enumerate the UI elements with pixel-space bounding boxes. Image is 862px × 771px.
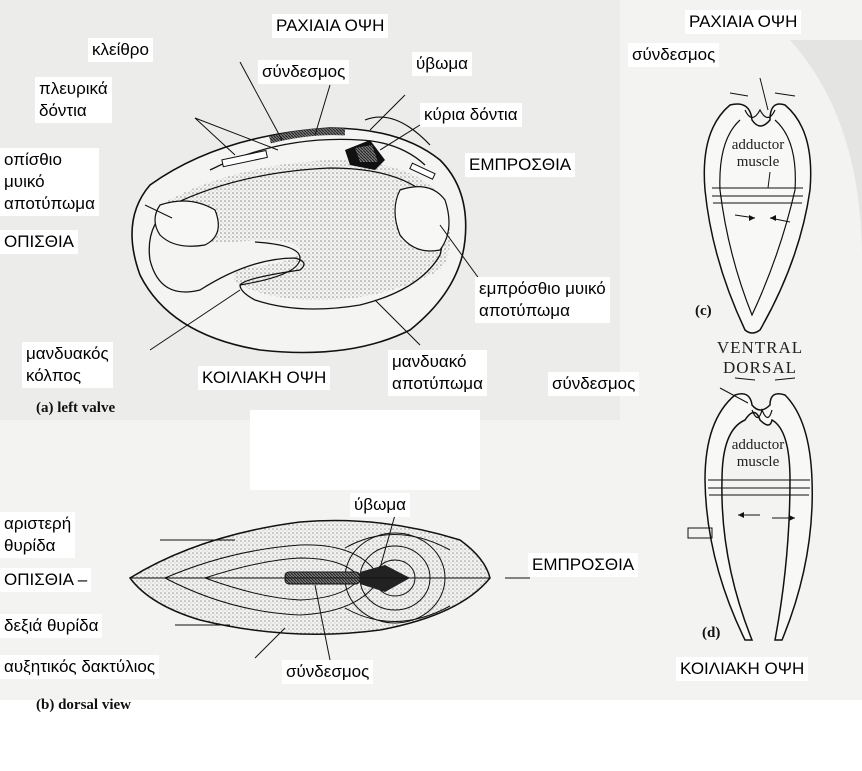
dorsal-view-figure [128,514,530,661]
label-emprosthia-a: ΕΜΠΡΟΣΘΙΑ [465,153,576,177]
label-emprosthio-myiko: εμπρόσθιο μυικό αποτύπωμα [475,277,610,323]
adductor-label-d: adductor muscle [731,437,785,470]
label-aristeri-thyrida: αριστερή θυρίδα [0,512,76,558]
caption-d: (d) [702,625,721,641]
ventral-dorsal-label: VENTRAL DORSAL [716,338,804,377]
label-opisthia-a: ΟΠΙΣΘΙΑ [0,230,79,254]
label-yvoma-top: ύβωμα [412,52,472,76]
label-koiliaki-opsi-a: ΚΟΙΛΙΑΚΗ ΟΨΗ [198,366,331,390]
label-dexia-thyrida: δεξιά θυρίδα [0,614,103,638]
label-syndesmos-top: σύνδεσμος [258,60,350,84]
label-koiliaki-opsi-d: ΚΟΙΛΙΑΚΗ ΟΨΗ [676,657,809,681]
label-afxitikos-daktylios: αυξητικός δακτύλιος [0,655,160,679]
label-syndesmos-d: σύνδεσμος [548,372,640,396]
label-mandyako-apotypoma: μανδυακό αποτύπωμα [388,350,487,396]
label-syndesmos-c: σύνδεσμος [628,43,720,67]
label-rachiaia-opsi-a: ΡΑΧΙΑΙΑ ΟΨΗ [272,14,389,38]
label-kyria-dontia: κύρια δόντια [420,103,522,127]
adductor-label-c: adductor muscle [731,137,785,170]
caption-b: (b) dorsal view [36,697,131,713]
caption-a: (a) left valve [36,400,116,416]
label-yvoma-b: ύβωμα [350,493,410,517]
label-plevrika-dontia: πλευρικά δόντια [35,77,112,123]
label-kleithro: κλείθρο [88,38,153,62]
cross-section-open-figure [687,377,813,641]
label-syndesmos-b: σύνδεσμος [282,660,374,684]
left-valve-figure [131,61,481,354]
label-mandyakos-kolpos: μανδυακός κόλπος [22,342,113,388]
label-opisthia-b: ΟΠΙΣΘΙΑ – [0,568,92,592]
label-emprosthia-b: ΕΜΠΡΟΣΘΙΑ [528,553,639,577]
label-opisthio-myiko: οπίσθιο μυικό αποτύπωμα [0,148,99,216]
cross-section-closed-figure [703,77,812,334]
caption-c: (c) [695,303,712,319]
label-rachiaia-opsi-c: ΡΑΧΙΑΙΑ ΟΨΗ [685,10,802,34]
